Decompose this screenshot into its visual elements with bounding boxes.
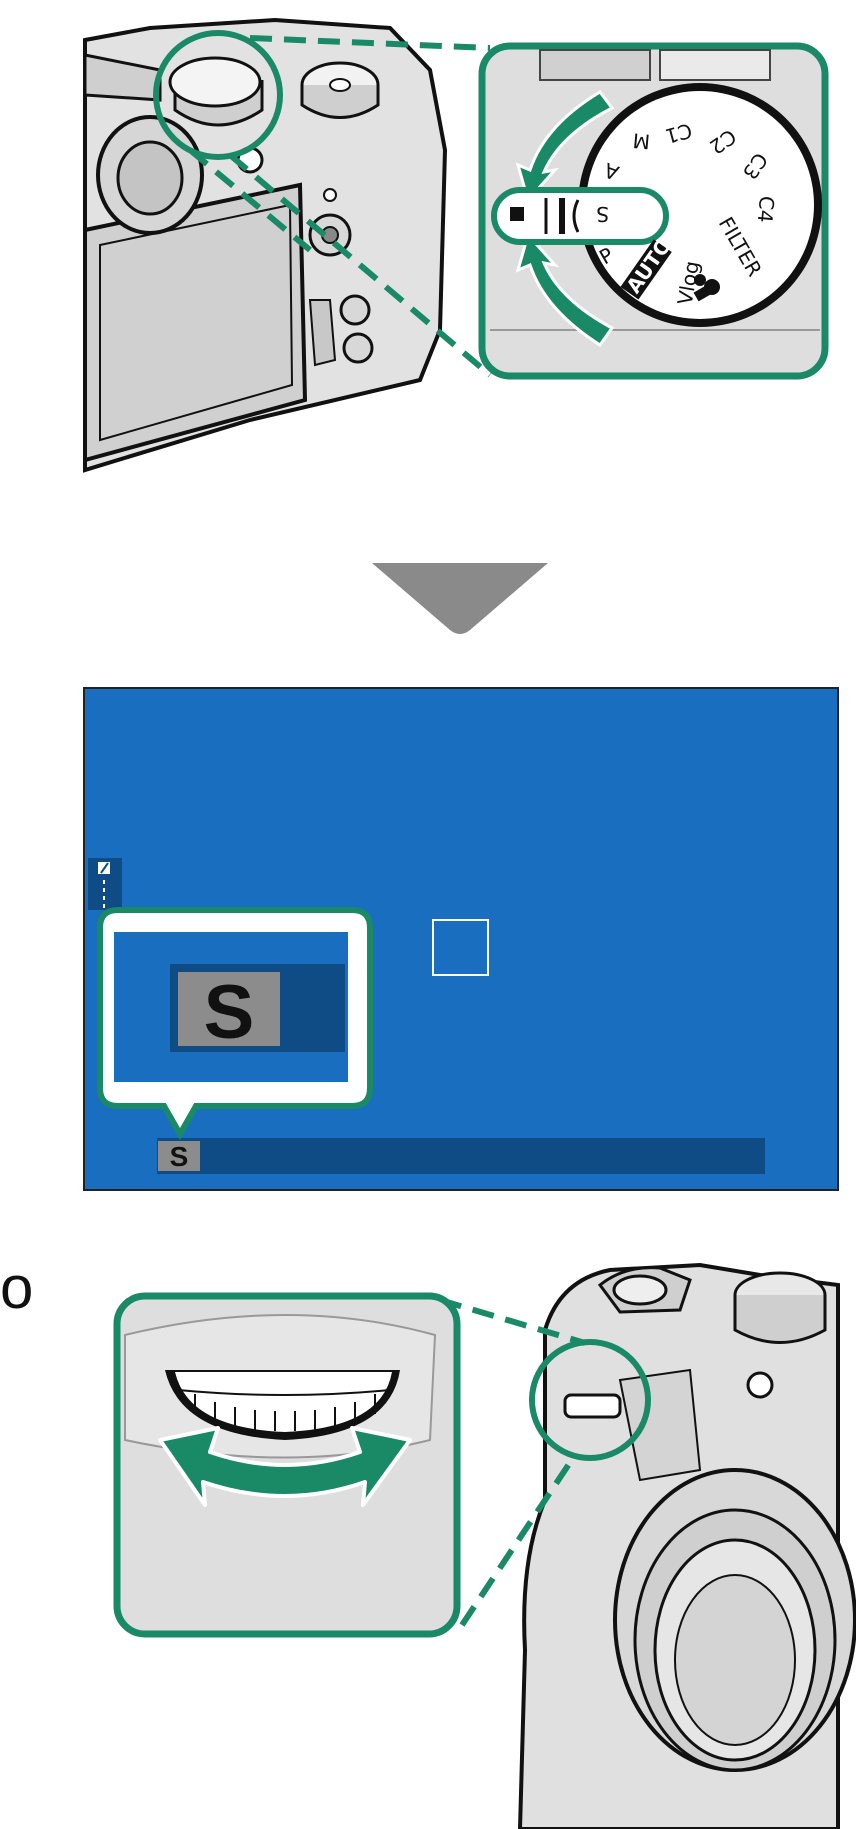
down-arrow-icon bbox=[372, 563, 548, 634]
mode-indicator-small: S bbox=[170, 1141, 189, 1172]
mode-badge-small bbox=[158, 1141, 200, 1171]
exposure-comp-icon bbox=[88, 858, 122, 910]
mode-indicator-large: S bbox=[204, 970, 255, 1055]
dial-selection-pill bbox=[491, 187, 669, 245]
camera-front bbox=[517, 1262, 856, 1829]
bottom-info-bar bbox=[157, 1138, 765, 1174]
dial-label-c4: C4 bbox=[753, 195, 779, 224]
camera-back-top bbox=[83, 17, 448, 473]
side-text-fragment: o bbox=[0, 1254, 34, 1321]
rotate-double-arrow-icon bbox=[158, 1426, 412, 1507]
dial-label-m: M bbox=[632, 128, 651, 153]
mode-badge-large bbox=[178, 972, 280, 1046]
dial-highlight-circle bbox=[153, 30, 283, 160]
dial-selected-label: S bbox=[596, 202, 609, 226]
command-dial-highlight-circle bbox=[529, 1339, 651, 1461]
movie-icon bbox=[693, 274, 720, 302]
focus-frame bbox=[432, 919, 489, 976]
